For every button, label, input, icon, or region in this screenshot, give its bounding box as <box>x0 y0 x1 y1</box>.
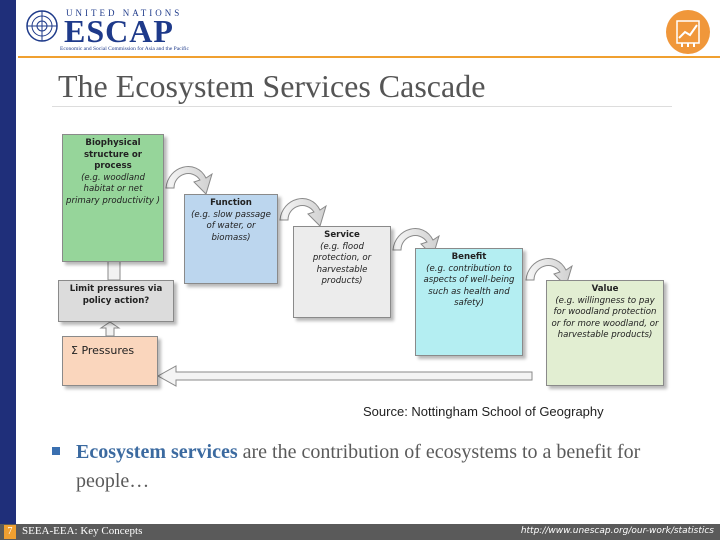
benefit-body: (e.g. contribution to aspects of well-be… <box>423 263 515 309</box>
limit-pressures-box: Limit pressures via policy action? <box>58 280 174 322</box>
service-box: Service (e.g. flood protection, or harve… <box>293 226 391 318</box>
curved-arrow-2 <box>279 198 327 227</box>
benefit-head: Benefit <box>451 252 487 262</box>
bullet-emphasis: Ecosystem services <box>76 441 238 463</box>
function-body: (e.g. slow passage of water, or biomass) <box>191 209 271 243</box>
curved-arrow-1 <box>165 166 213 195</box>
footer-url-link[interactable]: http://www.unescap.org/our-work/statisti… <box>520 526 714 536</box>
page-number: 7 <box>4 525 16 539</box>
footer-left-text: SEEA-EEA: Key Concepts <box>22 525 143 537</box>
slide-title: The Ecosystem Services Cascade <box>58 68 486 104</box>
small-up-arrow <box>99 321 121 337</box>
value-head: Value <box>591 284 619 294</box>
org-top-text: UNITED NATIONS <box>66 8 183 18</box>
feedback-arrow <box>156 365 533 387</box>
biophysical-head: Biophysical structure or process <box>83 138 143 171</box>
statistics-icon <box>666 10 710 54</box>
un-emblem-icon <box>26 10 58 42</box>
biophysical-body: (e.g. woodland habitat or net primary pr… <box>66 172 161 206</box>
value-box: Value (e.g. willingness to pay for woodl… <box>546 280 664 386</box>
service-body: (e.g. flood protection, or harvestable p… <box>312 241 372 287</box>
org-name: ESCAP <box>64 13 174 49</box>
header-divider <box>18 56 720 58</box>
bullet-rest: are the contribution of ecosystems to a … <box>76 441 641 492</box>
left-accent-strip <box>0 0 16 540</box>
value-body: (e.g. willingness to pay for woodland pr… <box>551 295 659 341</box>
org-subtitle: Economic and Social Commission for Asia … <box>60 46 189 52</box>
title-divider <box>52 106 672 107</box>
source-caption: Source: Nottingham School of Geography <box>363 404 604 419</box>
pressures-box: Σ Pressures <box>62 336 158 386</box>
bullet-square-icon <box>52 447 60 455</box>
bullet-text: Ecosystem services are the contribution … <box>76 438 706 496</box>
benefit-box: Benefit (e.g. contribution to aspects of… <box>415 248 523 356</box>
cascade-diagram: Biophysical structure or process (e.g. w… <box>56 128 676 396</box>
function-head: Function <box>210 198 252 208</box>
biophysical-box: Biophysical structure or process (e.g. w… <box>62 134 164 262</box>
footer-bar: 7 SEEA-EEA: Key Concepts http://www.unes… <box>0 524 720 540</box>
escap-logo: UNITED NATIONS ESCAP Economic and Social… <box>24 6 194 54</box>
function-box: Function (e.g. slow passage of water, or… <box>184 194 278 284</box>
service-head: Service <box>324 230 360 240</box>
